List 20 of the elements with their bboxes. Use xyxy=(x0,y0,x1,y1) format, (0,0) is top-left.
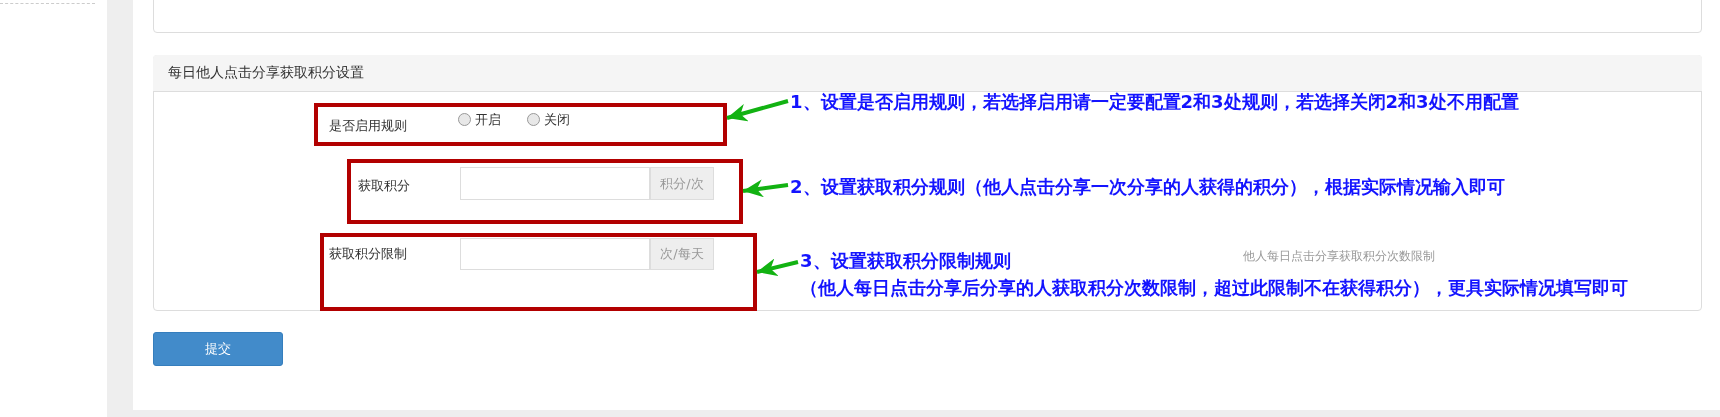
arrow xyxy=(726,99,789,122)
submit-button: 提交 xyxy=(153,332,283,366)
annotation-text: 2、设置获取积分规则（他人点击分享一次分享的人获得的积分），根据实际情况输入即可 xyxy=(790,175,1505,199)
arrow xyxy=(756,258,799,276)
highlight-box xyxy=(347,159,743,224)
highlight-box xyxy=(320,233,757,311)
field-label: 是否启用规则 xyxy=(329,117,407,135)
highlight-box xyxy=(314,103,727,146)
panel-header: 每日他人点击分享获取积分设置 xyxy=(153,55,1702,92)
annotation-text: （他人每日点击分享后分享的人获取积分次数限制，超过此限制不在获得积分），更具实际情况填写即可 xyxy=(800,276,1628,300)
input-addon: 积分/次 xyxy=(650,167,714,200)
field-label: 获取积分限制 xyxy=(329,245,407,263)
field-label: 获取积分 xyxy=(358,177,410,195)
annotation-text: 1、设置是否启用规则，若选择启用请一定要配置2和3处规则，若选择关闭2和3处不用配置 xyxy=(790,90,1519,114)
radio-button: 关闭 xyxy=(527,111,570,129)
arrow xyxy=(742,179,789,198)
annotation-text: 3、设置获取积分限制规则 xyxy=(800,249,1011,273)
help-text: 他人每日点击分享获取积分次数限制 xyxy=(1243,248,1435,265)
radio-button: 开启 xyxy=(458,111,501,129)
input-addon: 次/每天 xyxy=(650,238,714,270)
